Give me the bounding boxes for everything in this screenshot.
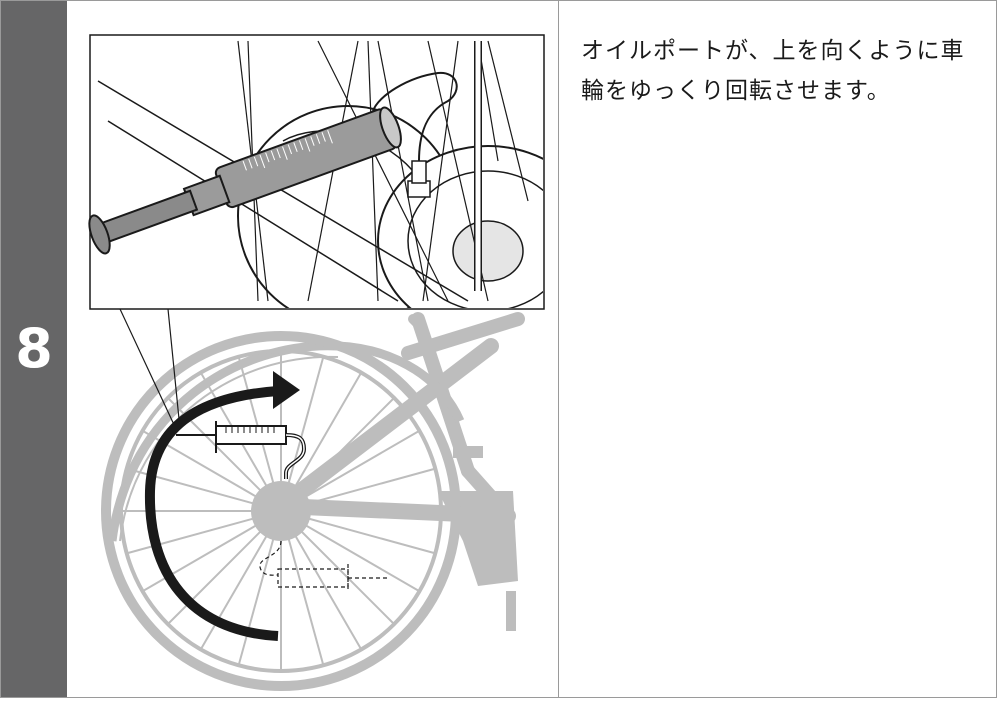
syringe-detail-icon [88, 106, 402, 255]
column-divider [558, 1, 559, 697]
illustration [68, 1, 558, 697]
instruction-text: オイルポートが、上を向くように車輪をゆっくり回転させます。 [581, 38, 965, 104]
illustration-svg [88, 34, 545, 691]
curved-rotation-arrow-icon [144, 371, 300, 641]
detail-callout [88, 34, 545, 310]
step-number-bar: 8 [1, 1, 67, 697]
dashed-syringe-outline [259, 540, 388, 592]
step-number: 8 [15, 317, 53, 380]
callout-leader-lines [119, 308, 181, 430]
bicycle-illustration [101, 312, 525, 691]
syringe-icon [176, 421, 307, 479]
